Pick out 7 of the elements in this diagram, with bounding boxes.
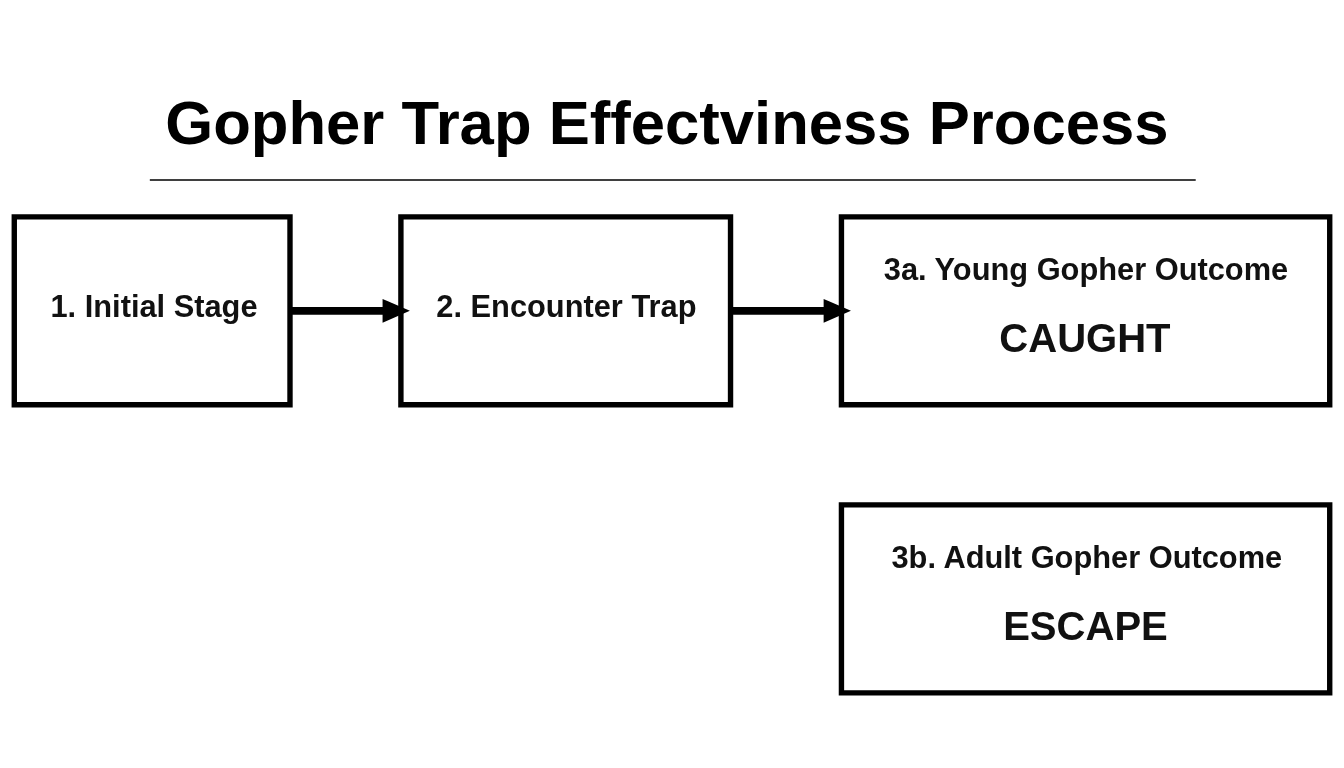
node-box: 2. Encounter Trap — [398, 214, 734, 408]
node-box: 1. Initial Stage — [11, 214, 293, 408]
arrow — [290, 298, 410, 323]
diagram-title: Gopher Trap Effectviness Process — [165, 88, 1169, 158]
node-box: 3a. Young Gopher Outcome CAUGHT — [838, 214, 1333, 408]
node-box: 3b. Adult Gopher Outcome ESCAPE — [838, 502, 1333, 696]
arrow — [730, 298, 851, 323]
